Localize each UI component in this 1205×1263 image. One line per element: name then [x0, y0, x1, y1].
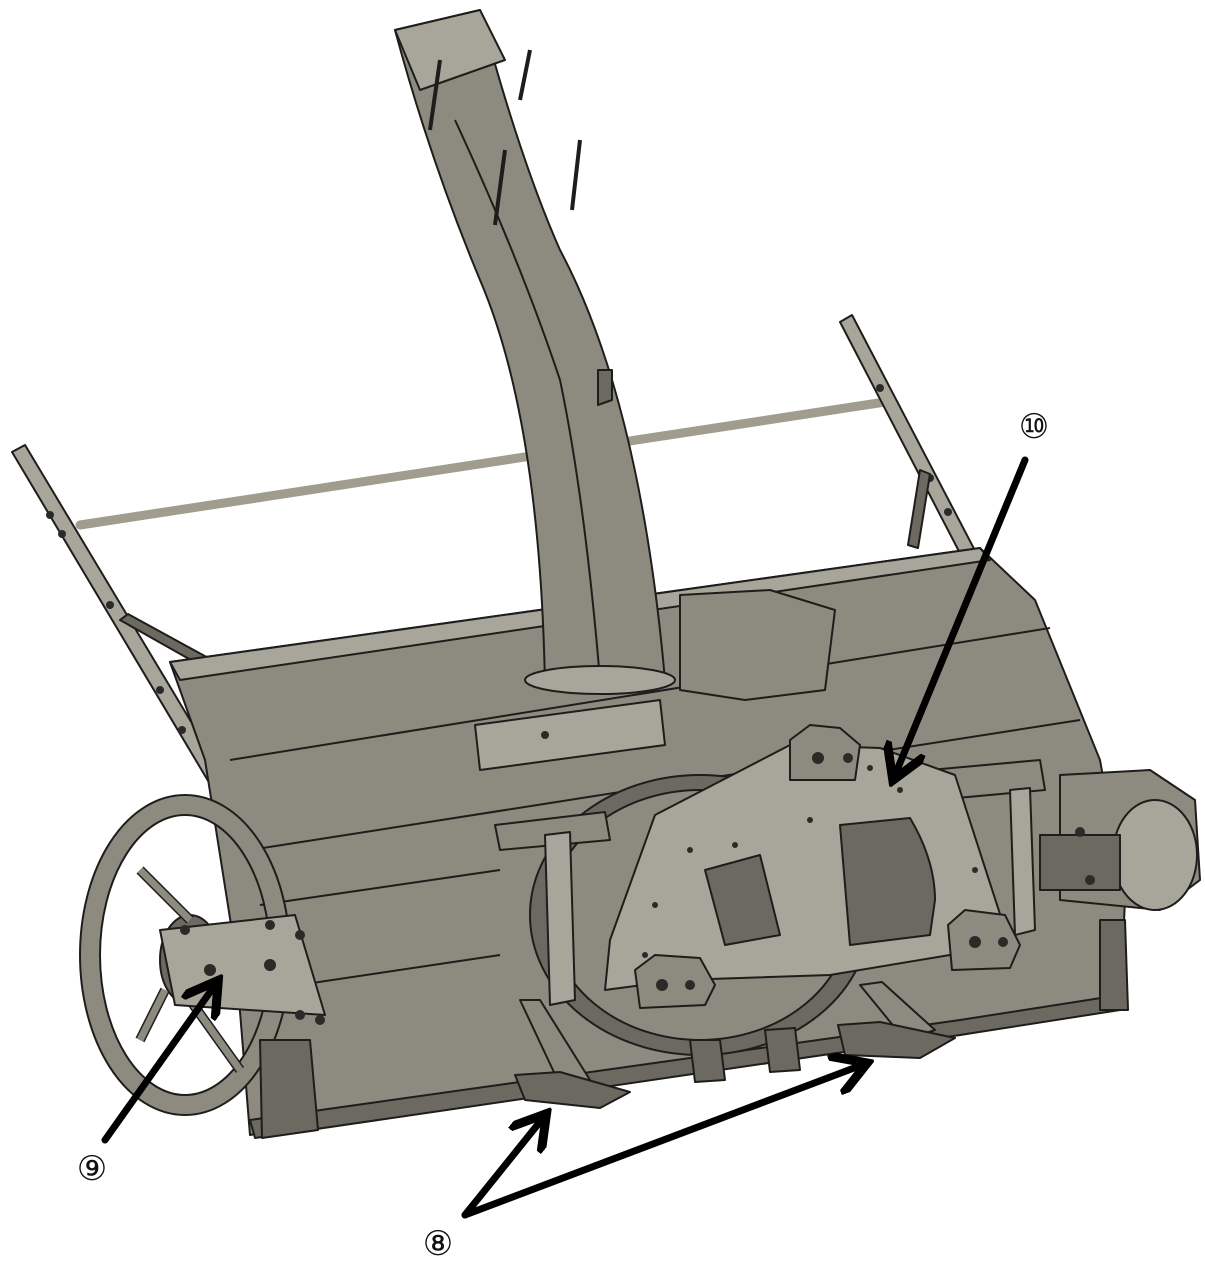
- right-skid-shoe: [837, 981, 956, 1059]
- center-skids: [689, 1027, 801, 1083]
- right-drive-motor: [1039, 769, 1201, 911]
- discharge-chute: [394, 9, 676, 695]
- wheel-bracket-bolts: [180, 920, 325, 1025]
- callout-9: ⑨: [77, 1149, 107, 1189]
- callout-label-8: ⑧: [423, 1224, 453, 1263]
- right-hook: [1099, 919, 1129, 1011]
- a-frame-holes: [642, 765, 978, 958]
- right-arm-strut: [907, 469, 931, 549]
- top-guide-rod: [75, 397, 890, 530]
- callout-8: ⑧: [423, 1224, 453, 1263]
- hitch-a-frame: [604, 724, 1021, 1009]
- left-skid-shoe: [514, 999, 631, 1109]
- left-frame-rail: [494, 811, 611, 851]
- leader-arrows: [101, 456, 1029, 1219]
- left-hook: [259, 1039, 319, 1139]
- callout-label-10: ⑩: [1019, 407, 1049, 447]
- left-arm-holes: [46, 511, 186, 734]
- arrow-8-right: [461, 1065, 862, 1219]
- arrow-10: [895, 456, 1029, 775]
- callout-label-9: ⑨: [77, 1149, 107, 1189]
- callout-10: ⑩: [1019, 407, 1049, 447]
- chute-mount-bracket: [474, 699, 666, 771]
- vertical-post-right: [1009, 787, 1036, 936]
- arrow-8-left: [461, 1118, 543, 1219]
- arrow-9: [101, 985, 215, 1144]
- gear-box: [679, 589, 836, 701]
- vertical-post-left: [544, 831, 576, 1006]
